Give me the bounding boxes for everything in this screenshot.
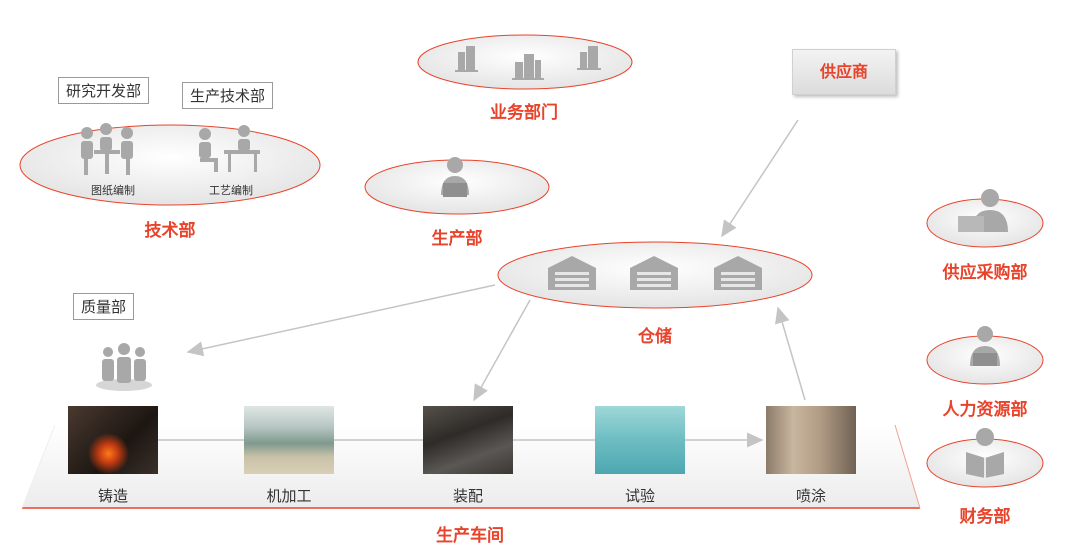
- spraying-photo: [766, 406, 856, 474]
- building-icon-2: [512, 54, 544, 80]
- engineer-desk-icon: [199, 125, 260, 172]
- callout-quality: 质量部: [73, 293, 135, 320]
- arrow-warehouse-to-quality: [186, 284, 496, 357]
- businessman-icon: [958, 189, 1008, 232]
- production-dept-label: 生产部: [431, 229, 483, 249]
- warehouse-icon-1: [548, 256, 596, 290]
- tech-dept-label: 技术部: [144, 221, 196, 241]
- workshop-label: 生产车间: [436, 526, 504, 546]
- hr-dept-label: 人力资源部: [942, 400, 1028, 420]
- supplier-box: 供应商: [792, 49, 896, 95]
- casting-photo: [68, 406, 158, 474]
- arrow-warehouse-to-assembly: [473, 299, 531, 402]
- tech-sub-drawing: 图纸编制: [91, 184, 135, 197]
- purchasing-dept-label: 供应采购部: [942, 263, 1028, 283]
- callout-rnd: 研究开发部: [58, 77, 150, 104]
- building-icon-3: [577, 46, 601, 70]
- step-label-testing: 试验: [624, 487, 655, 505]
- machining-photo: [244, 406, 334, 474]
- building-icon-1: [455, 46, 478, 72]
- warehouse-icon-2: [630, 256, 678, 290]
- business-dept-label: 业务部门: [490, 103, 558, 123]
- warehouse-icon-3: [714, 256, 762, 290]
- finance-dept-label: 财务部: [959, 507, 1011, 527]
- hr-worker-icon: [970, 326, 1000, 366]
- warehouse-label: 仓储: [638, 327, 672, 347]
- arrow-supplier-to-warehouse: [721, 119, 799, 238]
- step-label-spraying: 喷涂: [795, 487, 826, 505]
- step-label-machining: 机加工: [266, 487, 312, 505]
- worker-laptop-icon: [441, 157, 469, 197]
- step-label-assembly: 装配: [452, 487, 483, 505]
- quality-team-icon: [96, 343, 152, 391]
- callout-production-tech: 生产技术部: [182, 82, 274, 109]
- testing-photo: [595, 406, 685, 474]
- step-label-casting: 铸造: [97, 487, 128, 505]
- flow-arrows: [158, 119, 806, 448]
- tech-ellipse: [19, 124, 321, 206]
- reading-person-icon: [966, 428, 1004, 478]
- meeting-icon: [81, 123, 133, 175]
- assembly-photo: [423, 406, 513, 474]
- arrow-spraying-to-warehouse: [775, 306, 806, 401]
- tech-sub-process: 工艺编制: [209, 184, 253, 197]
